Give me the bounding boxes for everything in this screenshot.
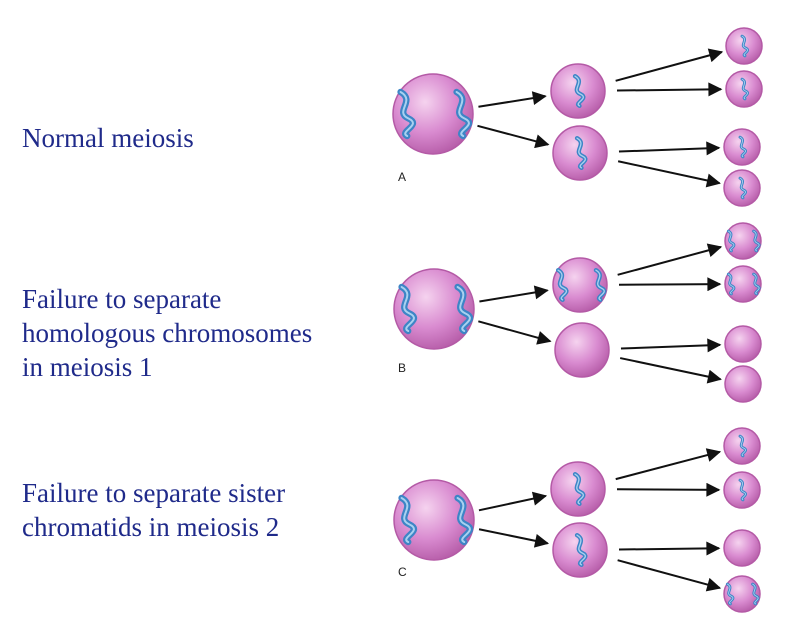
gamete-cell bbox=[724, 265, 762, 303]
panel-letter: A bbox=[398, 170, 406, 184]
gamete-cell bbox=[724, 222, 762, 260]
daughter-cell-chromosome-highlight bbox=[574, 75, 585, 107]
arrow-to-gamete bbox=[618, 541, 721, 556]
gamete-cell-chromosome-highlight bbox=[739, 136, 747, 158]
arrow-to-daughter-cell bbox=[478, 528, 550, 548]
daughter-cell-chromosome-highlight bbox=[576, 534, 587, 566]
arrow-to-gamete bbox=[619, 357, 722, 384]
gamete-cell bbox=[723, 575, 761, 613]
gamete-cell-chromosome-highlight bbox=[739, 435, 747, 457]
caption-failure-meiosis-2: Failure to separate sister chromatids in… bbox=[22, 478, 286, 542]
parent-cell-chromosome-highlight bbox=[456, 286, 471, 332]
gamete-cell-chromosome-highlight bbox=[739, 177, 747, 199]
gamete-cell-chromosome-highlight bbox=[753, 230, 760, 252]
panel-a: A bbox=[392, 27, 763, 207]
arrow-to-daughter-cell bbox=[478, 91, 547, 108]
arrow-to-gamete bbox=[616, 482, 721, 497]
arrow-to-gamete bbox=[617, 559, 722, 592]
parent-cell-chromosome-highlight bbox=[400, 497, 415, 543]
gamete-cell-chromosome-highlight bbox=[741, 35, 749, 57]
gamete-cell bbox=[724, 365, 762, 403]
daughter-cell bbox=[554, 322, 610, 378]
panel-c: C bbox=[393, 427, 761, 613]
gamete-cell-chromosome-highlight bbox=[753, 273, 760, 295]
arrow-to-daughter-cell bbox=[478, 320, 552, 345]
parent-cell-chromosome-highlight bbox=[400, 286, 415, 332]
gamete-cell-chromosome-highlight bbox=[727, 273, 735, 295]
parent-cell-chromosome-highlight bbox=[399, 91, 414, 137]
parent-cell bbox=[393, 268, 475, 350]
arrow-to-gamete bbox=[620, 338, 722, 353]
caption-failure-meiosis-1: Failure to separate homologous chromosom… bbox=[22, 284, 313, 382]
daughter-cell-chromosome-highlight bbox=[557, 269, 568, 301]
gamete-cell-chromosome-highlight bbox=[726, 583, 734, 605]
arrow-to-gamete bbox=[618, 277, 722, 292]
arrow-to-daughter-cell bbox=[477, 124, 550, 149]
parent-cell bbox=[392, 73, 474, 155]
arrow-to-gamete bbox=[615, 48, 724, 82]
parent-cell bbox=[393, 479, 475, 561]
gamete-cell-chromosome-highlight bbox=[727, 230, 735, 252]
gamete-cell bbox=[724, 325, 762, 363]
gamete-cell-chromosome-highlight bbox=[741, 78, 749, 100]
arrow-to-gamete bbox=[615, 448, 722, 481]
arrow-to-gamete bbox=[618, 141, 721, 156]
parent-cell-chromosome-highlight bbox=[456, 497, 471, 543]
arrow-to-daughter-cell bbox=[479, 285, 549, 303]
daughter-cell bbox=[552, 257, 608, 313]
gamete-cell-chromosome-highlight bbox=[752, 583, 759, 605]
panel-letter: B bbox=[398, 361, 406, 375]
panel-b: B bbox=[393, 222, 762, 403]
caption-normal-meiosis: Normal meiosis bbox=[22, 123, 194, 153]
gamete-cell-chromosome-highlight bbox=[739, 479, 747, 501]
gamete-cell bbox=[723, 529, 761, 567]
arrow-to-daughter-cell bbox=[478, 491, 548, 512]
parent-cell-chromosome-highlight bbox=[455, 91, 470, 137]
daughter-cell-chromosome-highlight bbox=[574, 473, 585, 505]
arrow-to-gamete bbox=[617, 243, 723, 276]
daughter-cell-chromosome-highlight bbox=[576, 137, 587, 169]
daughter-cell-chromosome-highlight bbox=[595, 269, 605, 301]
arrow-to-gamete bbox=[617, 160, 721, 188]
panel-letter: C bbox=[398, 565, 407, 579]
arrow-to-gamete bbox=[616, 82, 723, 97]
